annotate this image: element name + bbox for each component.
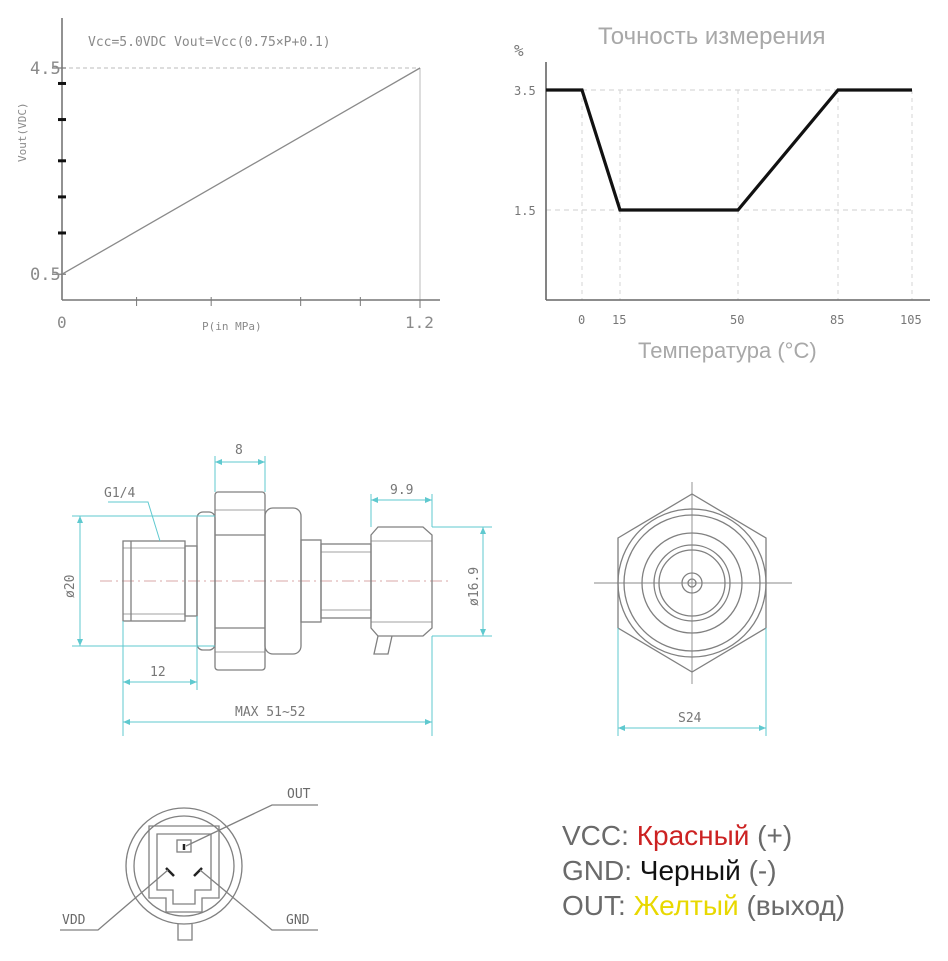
legend-row-vcc: VCC: Красный (+) (562, 818, 942, 853)
accuracy-chart: 1.5 3.5 0 15 50 85 105 Точность измерения % Те… (514, 23, 930, 363)
pin-out-label: OUT (287, 787, 311, 802)
dim-arrow (618, 725, 625, 731)
chart1-series (61, 67, 421, 275)
connector-key-tab (177, 924, 193, 941)
dim-arrow (425, 497, 432, 503)
vdd-leader (60, 869, 169, 931)
connector-housing (370, 526, 433, 637)
chart2-ylabel: % (514, 41, 524, 60)
chart2-y-tick-label: 1.5 (514, 204, 536, 218)
chart1-tick-labels: 0.5 4.5 0 1.2 (30, 59, 434, 332)
side-view-dimension-arrows (77, 459, 486, 725)
chart2-xlabel: Температура (°С) (638, 338, 817, 363)
chart2-line-gap (775, 124, 803, 153)
dim-arrow (759, 725, 766, 731)
dim-hex-width-label: 8 (235, 443, 243, 458)
chart1-gridlines (62, 67, 421, 300)
dim-arrow (215, 459, 222, 465)
port-outer (681, 572, 703, 594)
out-leader (185, 804, 318, 847)
legend-color-name: Красный (636, 820, 750, 851)
hex-chamfer-circle (623, 514, 761, 652)
dim-total-length-label: MAX 51~52 (235, 705, 305, 720)
connector-socket-outer (148, 825, 220, 913)
chart2-x-tick-label: 50 (730, 313, 744, 327)
pin-gnd-label: GND (286, 913, 310, 928)
legend-pin: VCC: (562, 820, 629, 851)
dim-arrow (480, 629, 486, 636)
chart1-y-tick-label: 4.5 (30, 59, 61, 79)
pin-vdd-label: VDD (62, 913, 86, 928)
legend-color-name: Желтый (633, 890, 739, 921)
face-ring (653, 544, 731, 622)
chart2-gridlines (546, 89, 913, 300)
dim-thread-leader (108, 501, 161, 542)
dim-arrow (371, 497, 378, 503)
dim-connector-length-label: 9.9 (390, 483, 413, 498)
port-hole (687, 578, 697, 588)
dim-arrow (190, 679, 197, 685)
legend-row-gnd: GND: Черный (-) (562, 853, 942, 888)
chart2-x-tick-label: 0 (578, 313, 585, 327)
pinout-labels: OUT VDD GND (62, 787, 311, 928)
chart1-x-tick-marks (136, 297, 421, 308)
face-ring-outer (641, 532, 743, 634)
chart2-title: Точность измерения (598, 23, 825, 50)
legend-note: (выход) (746, 890, 846, 921)
dim-hex-size-label: S24 (678, 711, 702, 726)
end-view-dimension-arrows (618, 725, 766, 731)
connector-socket-inner (156, 833, 212, 905)
chart2-y-tick-label: 3.5 (514, 84, 536, 98)
side-view-dimension-labels: 8 G1/4 9.9 ø20 ø16.9 12 MAX 51~52 (63, 443, 482, 720)
pin-gnd (193, 867, 203, 877)
legend-note: (+) (757, 820, 793, 851)
wire-color-legend: VCC: Красный (+) GND: Черный (-) OUT: Же… (562, 818, 942, 923)
output-voltage-chart: 0.5 4.5 0 1.2 Vcc=5.0VDC Vout=Vcc(0.75×P+0.… (16, 18, 440, 333)
sensor-end-view (594, 482, 792, 736)
dim-arrow (123, 679, 130, 685)
gnd-leader (199, 869, 318, 931)
pin-out (176, 839, 192, 853)
connector-inner-ring (133, 815, 235, 917)
connector-latch (373, 635, 393, 655)
chart1-title: Vcc=5.0VDC Vout=Vcc(0.75×P+0.1) (88, 35, 331, 50)
chart2-tick-labels: 1.5 3.5 0 15 50 85 105 (514, 84, 922, 327)
chart1-y-tick-marks (52, 67, 66, 275)
dim-arrow (123, 719, 130, 725)
dim-arrow (77, 639, 83, 646)
chart1-y-tick-label: 0.5 (30, 265, 61, 285)
connector-outer-ring (125, 807, 243, 925)
dim-arrow (480, 527, 486, 534)
legend-note: (-) (748, 855, 777, 886)
chart1-xlabel: P(in MPa) (202, 320, 262, 333)
chart1-x-tick-label: 1.2 (405, 313, 434, 332)
legend-pin: OUT: (562, 890, 626, 921)
chart1-ylabel: Vout(VDC) (16, 102, 29, 162)
dim-body-diameter-label: ø20 (63, 575, 78, 598)
legend-row-out: OUT: Желтый (выход) (562, 888, 942, 923)
chart1-line (61, 67, 421, 275)
dim-thread-label: G1/4 (104, 486, 135, 501)
chart2-line (546, 88, 912, 212)
dim-connector-diameter-label: ø16.9 (467, 567, 482, 606)
legend-pin: GND: (562, 855, 632, 886)
chart2-series (546, 88, 912, 212)
dim-arrow (425, 719, 432, 725)
dim-arrow (258, 459, 265, 465)
chart2-x-tick-label: 15 (612, 313, 626, 327)
dim-arrow (77, 516, 83, 523)
side-view-dimensions (72, 456, 492, 736)
chart2-x-tick-label: 105 (900, 313, 922, 327)
legend-color-name: Черный (639, 855, 741, 886)
sensor-side-view (100, 491, 450, 671)
chart1-x-tick-label: 0 (57, 313, 67, 332)
connector-pinout (60, 804, 318, 941)
hex-inscribed-circle (617, 508, 767, 658)
pin-vdd (165, 867, 175, 877)
face-ring-inner (658, 549, 726, 617)
dim-thread-length-label: 12 (150, 665, 166, 680)
chart2-x-tick-label: 85 (830, 313, 844, 327)
